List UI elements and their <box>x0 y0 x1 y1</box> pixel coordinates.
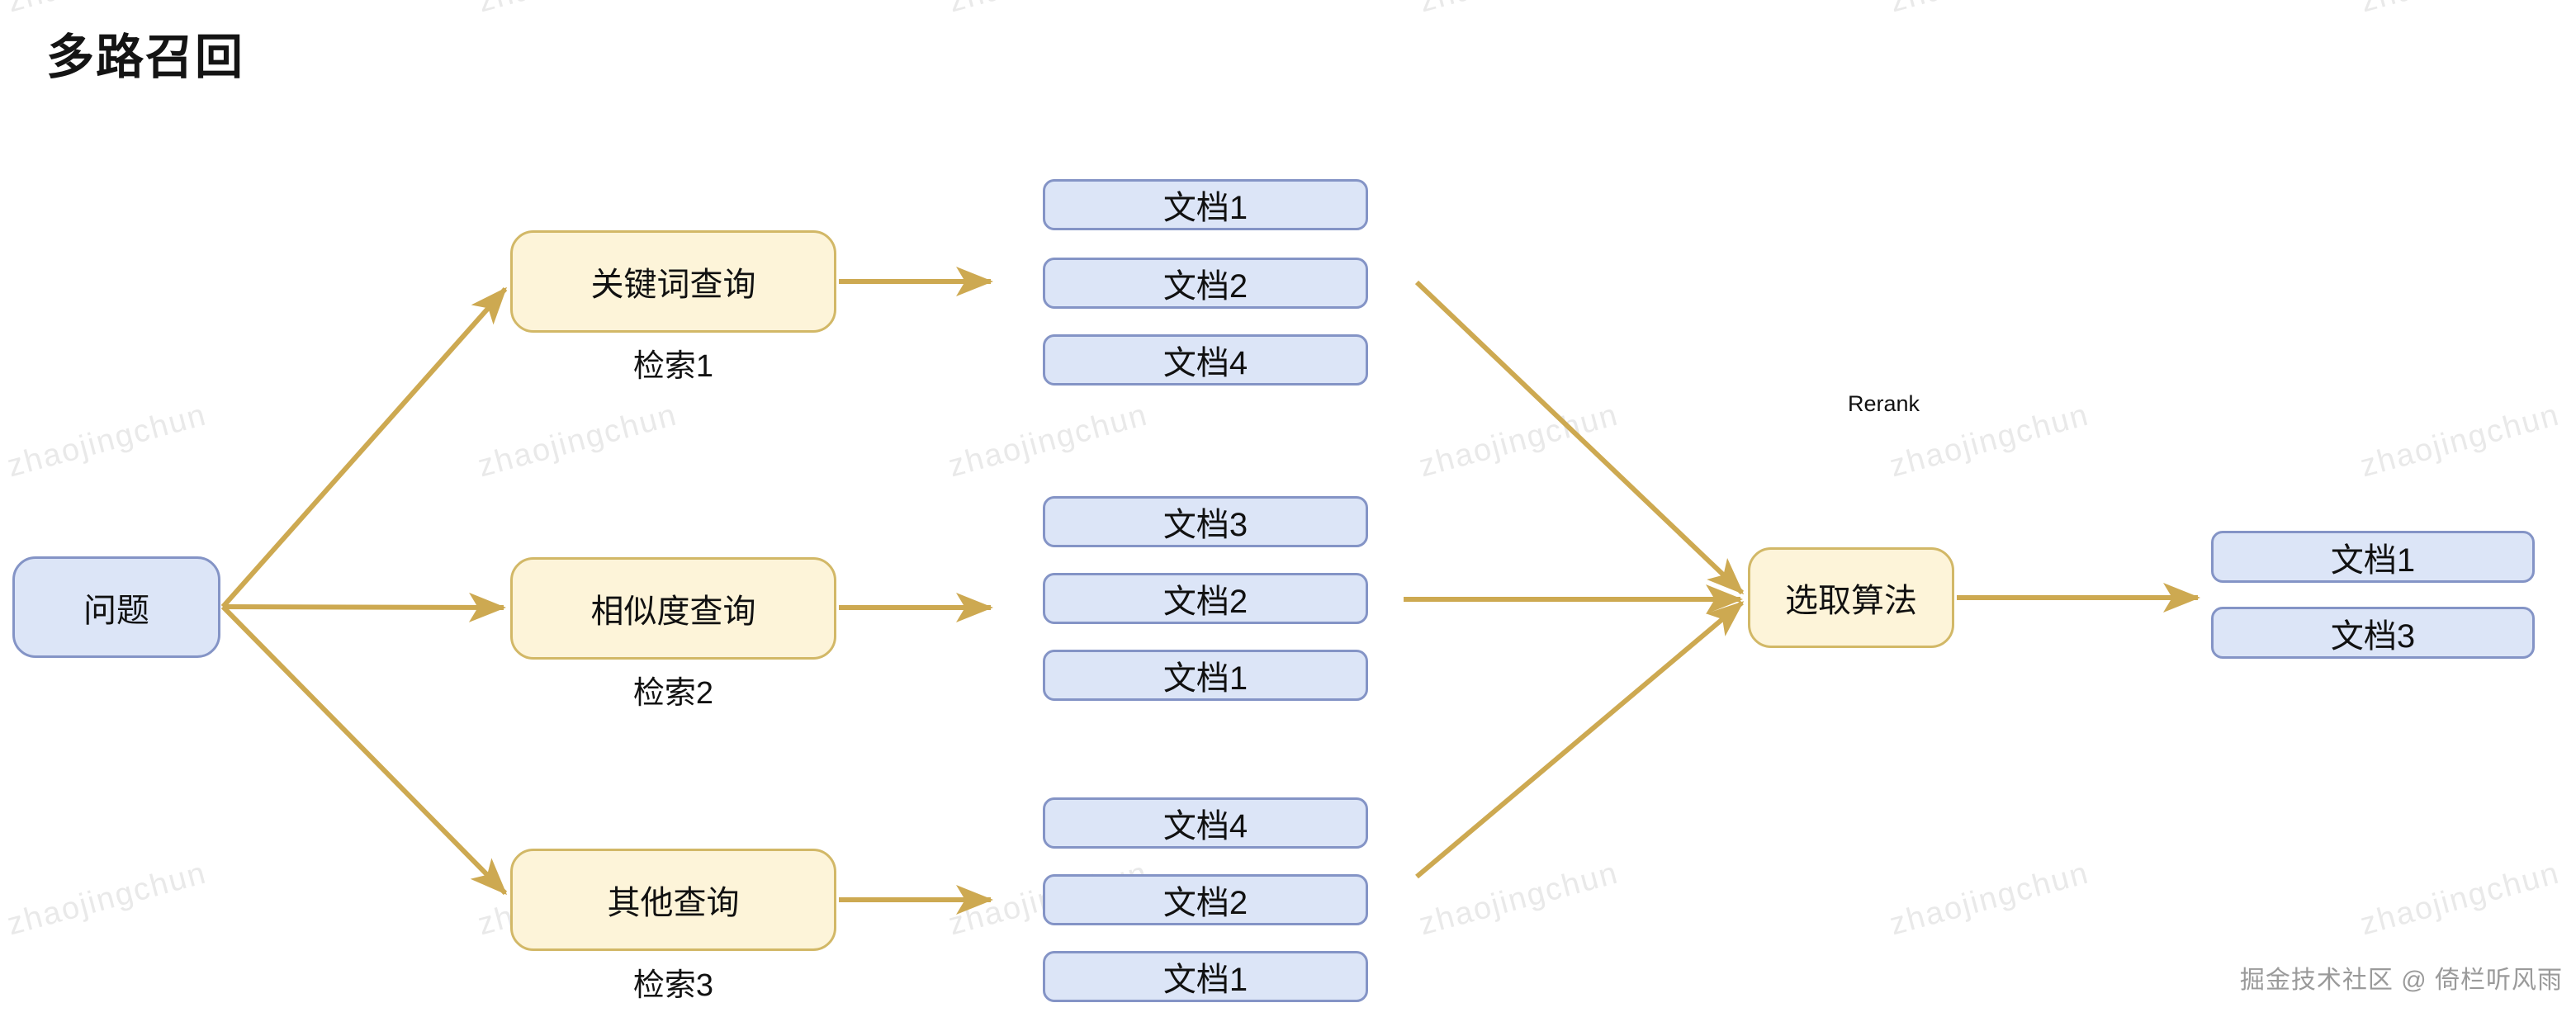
doc-group1-item3: 文档4 <box>1043 334 1368 386</box>
doc-label: 文档1 <box>2330 542 2416 579</box>
doc-label: 文档2 <box>1163 584 1248 620</box>
node-selector-algorithm: 选取算法 <box>1748 547 1954 648</box>
node-similarity-query: 相似度查询 <box>510 557 836 660</box>
arrow-question-to-other-query <box>220 604 508 896</box>
doc-label: 文档4 <box>1163 345 1248 381</box>
doc-group2-item1: 文档3 <box>1043 496 1368 547</box>
node-question: 问题 <box>12 556 220 658</box>
doc-label: 文档2 <box>1163 268 1248 305</box>
arrow-docs3-to-selector <box>1415 600 1745 879</box>
doc-group1-item1: 文档1 <box>1043 179 1368 230</box>
doc-label: 文档1 <box>1163 660 1248 697</box>
page-title: 多路召回 <box>46 31 245 84</box>
doc-label: 文档4 <box>1163 808 1248 844</box>
doc-group3-item1: 文档4 <box>1043 797 1368 849</box>
credit-text: 掘金技术社区 @ 倚栏听风雨 <box>2239 967 2563 994</box>
output-doc-item2: 文档3 <box>2211 607 2535 659</box>
doc-label: 文档2 <box>1163 885 1248 921</box>
node-similarity-query-label: 相似度查询 <box>590 594 756 630</box>
doc-label: 文档1 <box>1163 190 1248 226</box>
doc-label: 文档3 <box>1163 507 1248 543</box>
doc-group2-item3: 文档1 <box>1043 650 1368 701</box>
doc-group3-item2: 文档2 <box>1043 874 1368 925</box>
arrow-question-to-keyword-query <box>220 286 508 608</box>
caption-retriever-1: 检索1 <box>632 349 714 384</box>
node-other-query-label: 其他查询 <box>607 885 740 921</box>
caption-retriever-2: 检索2 <box>632 676 714 711</box>
node-selector-algorithm-label: 选取算法 <box>1785 583 1917 619</box>
output-doc-item1: 文档1 <box>2211 531 2535 583</box>
doc-group3-item3: 文档1 <box>1043 951 1368 1002</box>
doc-label: 文档1 <box>1163 962 1248 998</box>
rerank-label: Rerank <box>1848 391 1920 416</box>
arrow-docs1-to-selector <box>1414 280 1745 595</box>
node-keyword-query-label: 关键词查询 <box>590 267 756 303</box>
caption-retriever-3: 检索3 <box>632 968 714 1003</box>
doc-label: 文档3 <box>2330 617 2416 655</box>
node-other-query: 其他查询 <box>510 849 836 951</box>
doc-group2-item2: 文档2 <box>1043 573 1368 624</box>
doc-group1-item2: 文档2 <box>1043 258 1368 309</box>
node-keyword-query: 关键词查询 <box>510 230 836 333</box>
node-question-label: 问题 <box>83 592 149 629</box>
arrow-question-to-similarity-query <box>222 592 506 622</box>
